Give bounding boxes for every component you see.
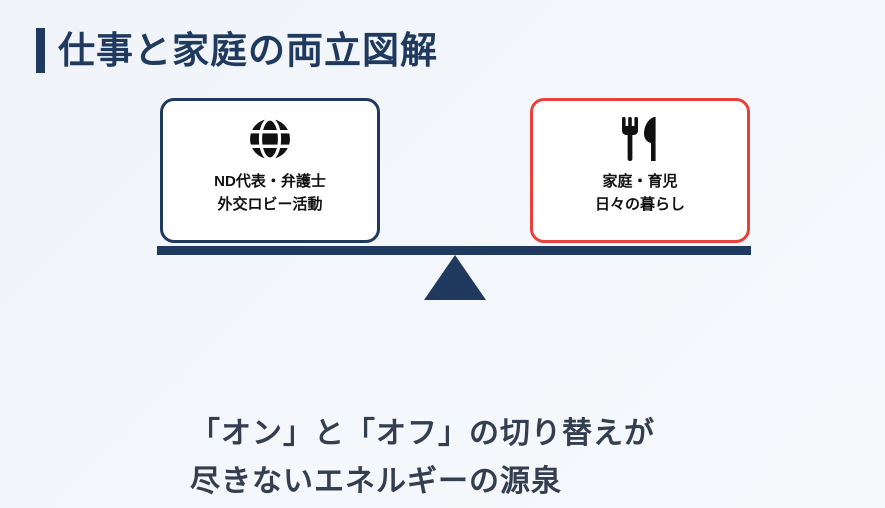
family-box-line-2: 日々の暮らし [594,196,685,213]
caption-line-2: 尽きないエネルギーの源泉 [190,465,562,498]
page-title: 仕事と家庭の両立図解 [58,30,438,71]
family-box: 家庭・育児 日々の暮らし [530,98,750,243]
balance-beam [157,246,751,255]
work-box-line-2: 外交ロビー活動 [217,196,323,213]
globe-icon [246,114,294,164]
caption: 「オン」と「オフ」の切り替えが 尽きないエネルギーの源泉 [190,410,655,506]
balance-fulcrum-triangle [424,255,486,300]
caption-line-1: 「オン」と「オフ」の切り替えが [190,417,655,450]
page-title-row: 仕事と家庭の両立図解 [36,28,438,73]
work-box: ND代表・弁護士 外交ロビー活動 [160,98,380,243]
family-box-line-1: 家庭・育児 [602,173,678,190]
utensils-icon [618,114,662,164]
title-accent-bar [36,28,45,73]
work-box-line-1: ND代表・弁護士 [214,173,326,190]
